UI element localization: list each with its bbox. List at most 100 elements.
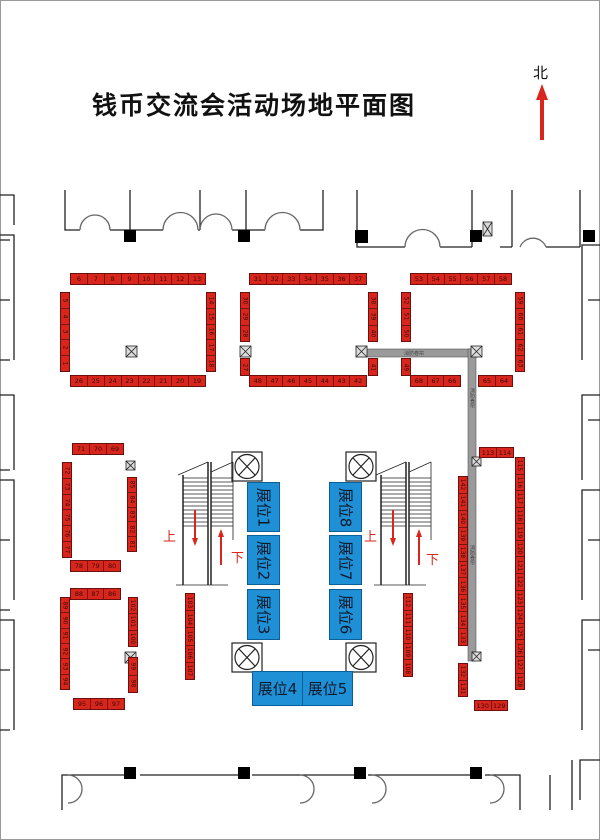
booth-112[interactable]: 112 — [404, 594, 412, 611]
booth-60[interactable]: 60 — [516, 309, 524, 325]
booth-72[interactable]: 72 — [63, 463, 71, 479]
booth-126[interactable]: 126 — [516, 640, 524, 657]
booth-20[interactable]: 20 — [172, 376, 190, 386]
booth-24[interactable]: 24 — [105, 376, 122, 386]
booth-127[interactable]: 127 — [516, 657, 524, 674]
booth-67[interactable]: 67 — [428, 376, 445, 386]
booth-62[interactable]: 62 — [516, 340, 524, 357]
booth-92[interactable]: 92 — [61, 644, 69, 660]
booth-82[interactable]: 82 — [128, 522, 136, 538]
booth-114[interactable]: 114 — [497, 448, 513, 457]
booth-125[interactable]: 125 — [516, 624, 524, 641]
booth-97[interactable]: 97 — [108, 699, 124, 709]
booth-80[interactable]: 80 — [104, 561, 120, 571]
booth-95[interactable]: 95 — [74, 699, 91, 709]
stand-7[interactable]: 展位7 — [329, 535, 362, 585]
booth-135[interactable]: 135 — [459, 595, 467, 613]
booth-49[interactable]: 49 — [402, 359, 410, 375]
booth-39[interactable]: 39 — [369, 309, 377, 326]
booth-73[interactable]: 73 — [63, 479, 71, 495]
booth-58[interactable]: 58 — [495, 274, 511, 284]
booth-22[interactable]: 22 — [139, 376, 156, 386]
booth-5[interactable]: 5 — [61, 293, 69, 309]
booth-94[interactable]: 94 — [61, 675, 69, 689]
booth-76[interactable]: 76 — [63, 526, 71, 543]
booth-117[interactable]: 117 — [516, 491, 524, 508]
booth-110[interactable]: 110 — [404, 627, 412, 644]
booth-137[interactable]: 137 — [459, 562, 467, 579]
booth-100[interactable]: 100 — [129, 631, 137, 646]
booth-134[interactable]: 134 — [459, 612, 467, 630]
stand-2[interactable]: 展位2 — [247, 535, 280, 585]
booth-140[interactable]: 140 — [459, 511, 467, 528]
booth-89[interactable]: 89 — [61, 598, 69, 614]
booth-131[interactable]: 131 — [459, 681, 467, 697]
booth-136[interactable]: 136 — [459, 578, 467, 596]
booth-111[interactable]: 111 — [404, 611, 412, 628]
booth-13[interactable]: 13 — [189, 274, 205, 284]
booth-87[interactable]: 87 — [88, 589, 105, 599]
booth-63[interactable]: 63 — [516, 356, 524, 371]
booth-41[interactable]: 41 — [369, 359, 377, 375]
booth-91[interactable]: 91 — [61, 629, 69, 644]
booth-107[interactable]: 107 — [186, 663, 194, 679]
booth-79[interactable]: 79 — [88, 561, 105, 571]
stand-6[interactable]: 展位6 — [329, 589, 362, 640]
booth-123[interactable]: 123 — [516, 591, 524, 608]
booth-133[interactable]: 133 — [459, 629, 467, 645]
booth-138[interactable]: 138 — [459, 545, 467, 562]
booth-35[interactable]: 35 — [317, 274, 334, 284]
booth-44[interactable]: 44 — [317, 376, 334, 386]
booth-11[interactable]: 11 — [155, 274, 173, 284]
booth-71[interactable]: 71 — [73, 444, 90, 454]
booth-52[interactable]: 52 — [402, 293, 410, 310]
booth-16[interactable]: 16 — [207, 325, 215, 341]
booth-8[interactable]: 8 — [105, 274, 122, 284]
booth-23[interactable]: 23 — [122, 376, 139, 386]
booth-141[interactable]: 141 — [459, 494, 467, 511]
booth-88[interactable]: 88 — [71, 589, 88, 599]
booth-38[interactable]: 38 — [369, 293, 377, 310]
booth-108[interactable]: 108 — [404, 660, 412, 676]
booth-59[interactable]: 59 — [516, 293, 524, 309]
booth-50[interactable]: 50 — [402, 326, 410, 341]
booth-109[interactable]: 109 — [404, 644, 412, 661]
booth-3[interactable]: 3 — [61, 325, 69, 341]
booth-51[interactable]: 51 — [402, 309, 410, 326]
booth-142[interactable]: 142 — [459, 477, 467, 494]
booth-33[interactable]: 33 — [283, 274, 301, 284]
booth-53[interactable]: 53 — [411, 274, 428, 284]
booth-26[interactable]: 26 — [71, 376, 88, 386]
booth-69[interactable]: 69 — [107, 444, 123, 454]
booth-2[interactable]: 2 — [61, 340, 69, 357]
booth-119[interactable]: 119 — [516, 524, 524, 541]
booth-57[interactable]: 57 — [478, 274, 496, 284]
booth-120[interactable]: 120 — [516, 541, 524, 558]
booth-86[interactable]: 86 — [104, 589, 120, 599]
booth-115[interactable]: 115 — [516, 458, 524, 475]
booth-129[interactable]: 129 — [492, 701, 508, 710]
booth-85[interactable]: 85 — [128, 478, 136, 493]
booth-36[interactable]: 36 — [334, 274, 351, 284]
booth-124[interactable]: 124 — [516, 607, 524, 624]
booth-104[interactable]: 104 — [186, 611, 194, 629]
booth-56[interactable]: 56 — [461, 274, 479, 284]
booth-101[interactable]: 101 — [129, 614, 137, 631]
booth-64[interactable]: 64 — [496, 376, 512, 386]
booth-70[interactable]: 70 — [90, 444, 107, 454]
booth-65[interactable]: 65 — [479, 376, 496, 386]
booth-42[interactable]: 42 — [350, 376, 366, 386]
booth-32[interactable]: 32 — [267, 274, 284, 284]
booth-128[interactable]: 128 — [516, 674, 524, 690]
booth-93[interactable]: 93 — [61, 659, 69, 675]
booth-132[interactable]: 132 — [459, 664, 467, 681]
booth-61[interactable]: 61 — [516, 325, 524, 341]
booth-121[interactable]: 121 — [516, 557, 524, 575]
booth-66[interactable]: 66 — [444, 376, 460, 386]
stand-1[interactable]: 展位1 — [247, 482, 280, 532]
booth-68[interactable]: 68 — [411, 376, 428, 386]
booth-98[interactable]: 98 — [129, 676, 137, 693]
booth-48[interactable]: 48 — [250, 376, 267, 386]
booth-30[interactable]: 30 — [241, 293, 249, 310]
booth-118[interactable]: 118 — [516, 508, 524, 525]
